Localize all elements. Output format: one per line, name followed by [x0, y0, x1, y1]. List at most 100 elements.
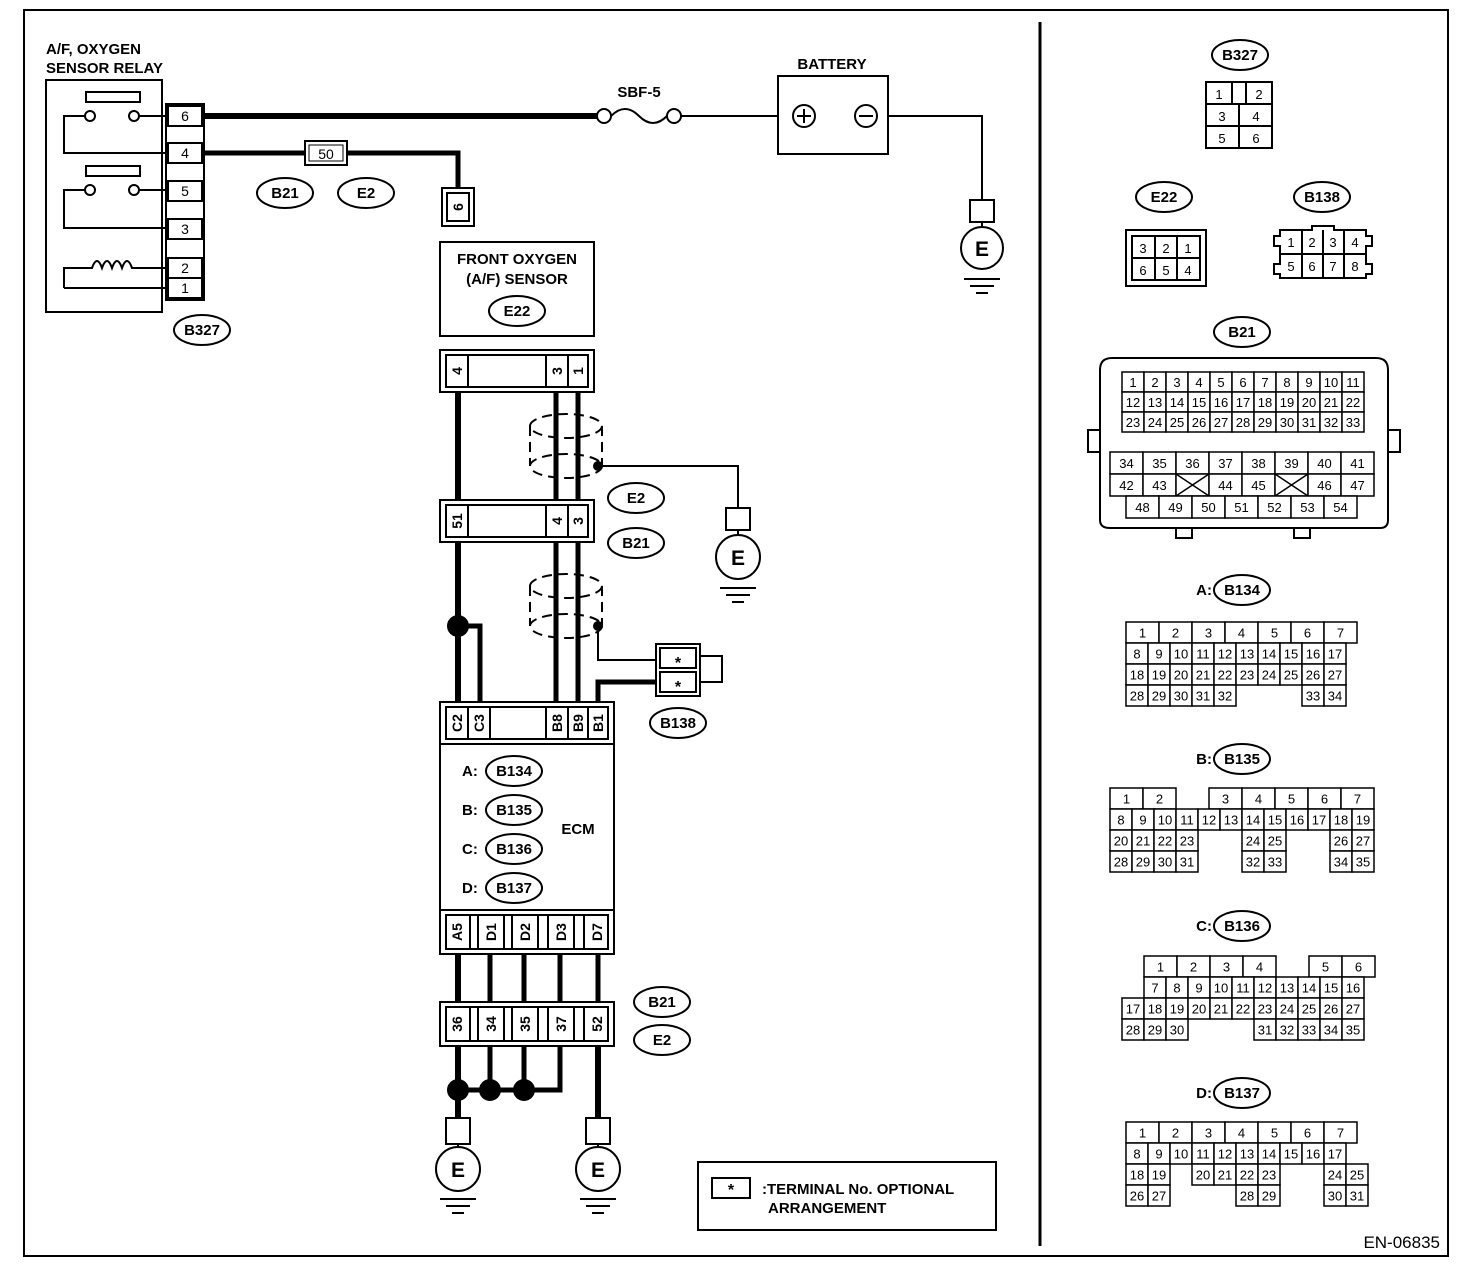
connector-tag-b21: B21	[256, 177, 314, 209]
pinout-b138: B138 1 2 3 4 5 6 7 8	[1273, 181, 1373, 279]
pin-number: 2	[1190, 960, 1197, 975]
svg-text:B327: B327	[1222, 47, 1258, 64]
pin-number: 33	[1268, 855, 1282, 870]
pin-number: 7	[1261, 375, 1268, 390]
pinout-e22: E22 3 2 1 6 5 4	[1125, 181, 1207, 287]
pin-number: 27	[1356, 834, 1370, 849]
pin-number: 30	[1170, 1023, 1184, 1038]
pin-number: 25	[1284, 668, 1298, 683]
pin-number: 13	[1280, 981, 1294, 996]
pin-number: 14	[1246, 813, 1260, 828]
pin-number: 10	[1158, 813, 1172, 828]
pin-number: 21	[1324, 395, 1338, 410]
pin-cell	[1165, 1018, 1189, 1041]
pin-number: 12	[1258, 981, 1272, 996]
pin-number: 28	[1130, 689, 1144, 704]
svg-text:E22: E22	[504, 303, 531, 320]
splice-dot	[447, 615, 469, 637]
pin-number: 35	[1356, 855, 1370, 870]
svg-text:D:: D:	[1196, 1085, 1212, 1102]
pin-number: 16	[1306, 1147, 1320, 1162]
svg-text:50: 50	[318, 146, 334, 162]
pin-number: 19	[1280, 395, 1294, 410]
pin-number: 21	[1196, 668, 1210, 683]
pin-number: 30	[1158, 855, 1172, 870]
pin-number: 23	[1262, 1168, 1276, 1183]
svg-text:3: 3	[1329, 235, 1336, 250]
pin-number: 14	[1170, 395, 1184, 410]
svg-text:1: 1	[1184, 241, 1191, 256]
svg-text:D:: D:	[462, 880, 478, 897]
pin-number: 2	[1172, 1126, 1179, 1141]
shield-lower	[529, 573, 603, 639]
pin-number: 1	[1129, 375, 1136, 390]
pin-number: 15	[1192, 395, 1206, 410]
pin-number: 3	[1173, 375, 1180, 390]
pin-number: 4	[1195, 375, 1202, 390]
pin-number: 19	[1152, 668, 1166, 683]
pin-number: 23	[1126, 415, 1140, 430]
svg-text:A:: A:	[1196, 582, 1212, 599]
pin-number: 2	[1151, 375, 1158, 390]
svg-text:B135: B135	[1224, 751, 1260, 768]
sensor-title-line1: FRONT OXYGEN	[457, 251, 577, 268]
svg-text:D7: D7	[589, 923, 605, 941]
pin-number: 28	[1114, 855, 1128, 870]
pin-number: 5	[1217, 375, 1224, 390]
pin-number: 24	[1262, 668, 1276, 683]
ecm-label: ECM	[561, 821, 594, 838]
pin-number: 15	[1284, 1147, 1298, 1162]
pin-number: 13	[1240, 1147, 1254, 1162]
svg-text:B21: B21	[648, 994, 676, 1011]
svg-text:B136: B136	[496, 841, 532, 858]
svg-text:E: E	[591, 1159, 605, 1182]
pin-number: 1	[1139, 1126, 1146, 1141]
svg-text:E: E	[975, 238, 989, 261]
pin-number: 2	[1172, 626, 1179, 641]
pin-number: 26	[1306, 668, 1320, 683]
pin-cell	[1345, 1184, 1369, 1207]
legend-line2: ARRANGEMENT	[768, 1200, 886, 1217]
svg-text:D1: D1	[483, 923, 499, 941]
relay-title-line1: A/F, OXYGEN	[46, 41, 141, 58]
pin-number: 45	[1251, 478, 1265, 493]
pin-number: 5	[1271, 626, 1278, 641]
pin-number: 28	[1126, 1023, 1140, 1038]
pin-number: 32	[1324, 415, 1338, 430]
sensor-bottom-connector: 4 3 1	[439, 349, 595, 393]
pin-number: 3	[1205, 1126, 1212, 1141]
pin-number: 9	[1155, 1147, 1162, 1162]
pin-number: 13	[1148, 395, 1162, 410]
svg-text:A5: A5	[449, 923, 465, 941]
legend-line1: :TERMINAL No. OPTIONAL	[762, 1181, 954, 1198]
svg-text:51: 51	[449, 513, 465, 529]
svg-text:5: 5	[1162, 263, 1169, 278]
pin-number: 11	[1196, 647, 1210, 662]
relay-pin: 4	[181, 145, 189, 161]
svg-text:35: 35	[517, 1016, 533, 1032]
pin-number: 27	[1152, 1189, 1166, 1204]
svg-text:1: 1	[1215, 87, 1222, 102]
pin-number: 11	[1180, 813, 1194, 828]
front-oxygen-sensor: FRONT OXYGEN (A/F) SENSOR E22	[439, 241, 595, 337]
pin-number: 36	[1185, 456, 1199, 471]
pin-number: 23	[1240, 668, 1254, 683]
relay-pin: 2	[181, 260, 189, 276]
svg-text:B134: B134	[496, 763, 533, 780]
pin-cell	[1175, 850, 1199, 873]
pin-cell	[1147, 1184, 1171, 1207]
pin-number: 17	[1126, 1002, 1140, 1017]
pin-number: 30	[1174, 689, 1188, 704]
svg-text:4: 4	[449, 367, 465, 375]
pin-number: 22	[1236, 1002, 1250, 1017]
blank-pin-cross	[1175, 473, 1210, 497]
pin-number: 21	[1218, 1168, 1232, 1183]
pin-number: 14	[1302, 981, 1316, 996]
pin-number: 40	[1317, 456, 1331, 471]
relay: A/F, OXYGEN SENSOR RELAY	[45, 41, 166, 313]
pin-number: 49	[1168, 500, 1182, 515]
connector-tag-e2: E2	[633, 1024, 691, 1056]
pinout-b327: B327 1 2 3 4 5 6	[1205, 39, 1273, 149]
